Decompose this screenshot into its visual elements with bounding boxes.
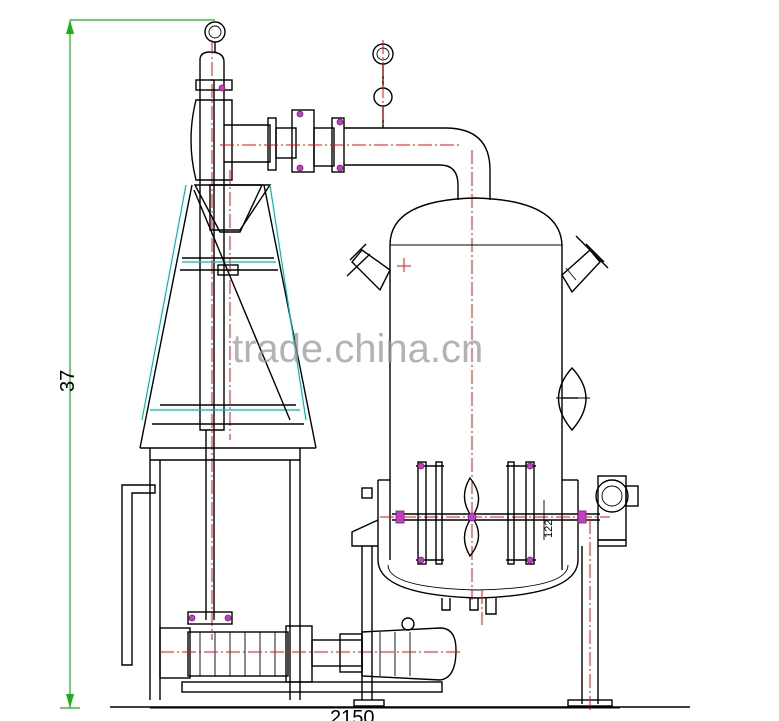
inspection-port-left — [346, 243, 391, 292]
sight-glass-icon — [556, 366, 590, 432]
condenser-column — [190, 40, 272, 640]
base-stand — [121, 448, 301, 700]
watermark-text: trade.china.cn — [232, 327, 483, 371]
width-dimension-label: 2150 — [330, 707, 375, 721]
width-dimension: 2150 — [150, 707, 620, 721]
vacuum-gauge-icon — [372, 40, 394, 128]
separator-cone — [193, 170, 264, 440]
inspection-port-right — [561, 235, 609, 294]
agitator-offset-dimension: 122 — [543, 500, 555, 540]
support-frame — [139, 184, 317, 449]
vessel-supports — [351, 487, 613, 710]
watermark: trade.china.cn — [232, 327, 483, 371]
evaporator-vessel — [377, 197, 579, 599]
agitator-drive-motor — [595, 475, 639, 547]
height-dimension-label: 37 — [57, 370, 79, 392]
agitator-offset-label: 122 — [543, 520, 555, 538]
pressure-gauge-icon — [204, 21, 226, 52]
height-dimension: 37 — [57, 19, 215, 709]
vacuum-pump-unit — [159, 611, 460, 693]
vapour-pipe — [218, 84, 491, 600]
bottom-outlets — [441, 590, 497, 625]
agitator — [380, 461, 610, 565]
